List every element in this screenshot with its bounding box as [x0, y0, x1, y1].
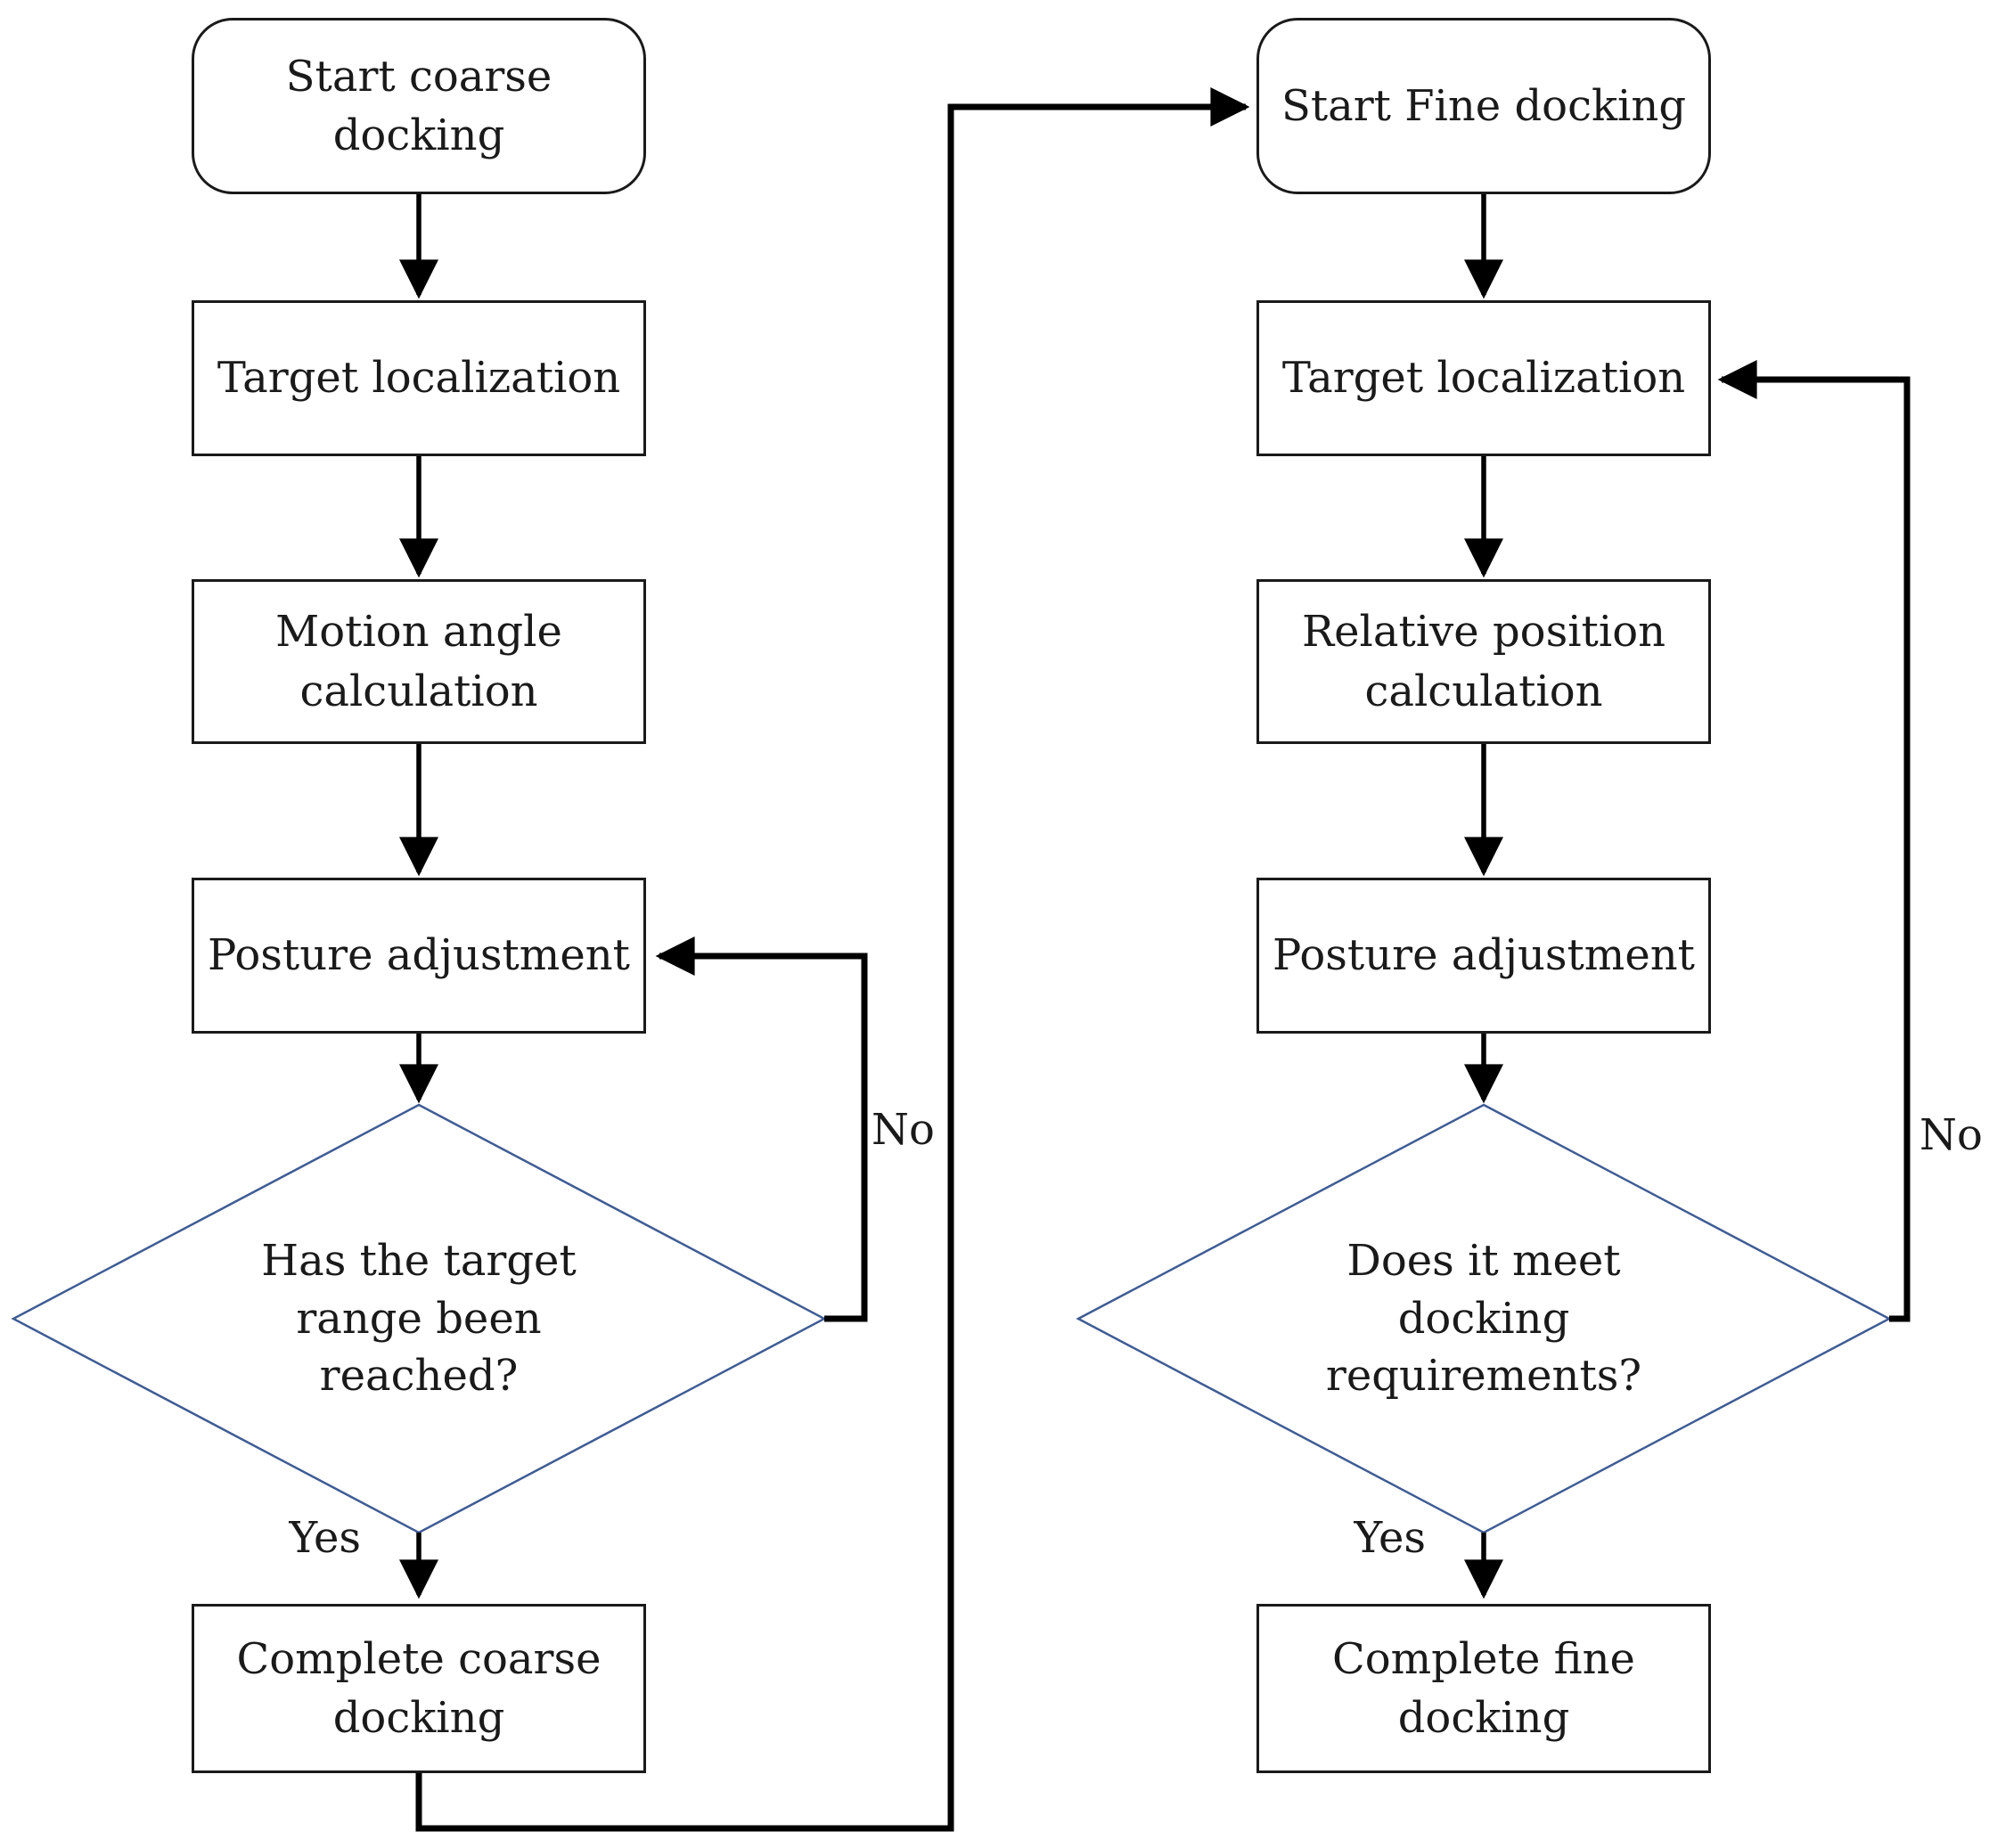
node-complete-fine-docking: Complete fine docking: [1256, 1604, 1711, 1773]
node-complete-coarse-docking-label: Complete coarse docking: [236, 1633, 602, 1743]
decision-docking-requirements-text: Does it meet docking requirements?: [1325, 1235, 1642, 1402]
edge-coarse-decision-no-loop: [655, 936, 868, 1322]
node-relative-position-calculation-label: Relative position calculation: [1302, 607, 1666, 716]
node-target-localization-fine-label: Target localization: [1281, 353, 1686, 404]
node-start-coarse-docking: Start coarse docking: [192, 18, 646, 194]
node-target-localization-coarse-label: Target localization: [217, 353, 621, 404]
node-complete-fine-docking-label: Complete fine docking: [1332, 1633, 1635, 1743]
decision-target-range-text: Has the target range been reached?: [261, 1235, 577, 1402]
coarse-no-label: No: [872, 1105, 935, 1155]
node-posture-adjustment-coarse-label: Posture adjustment: [208, 930, 630, 981]
node-start-fine-docking-label: Start Fine docking: [1281, 80, 1687, 131]
edge-coarse-complete-to-fine-start: [415, 87, 1250, 1832]
edge-fine-decision-no-loop: [1717, 360, 1911, 1322]
node-motion-angle-calculation-label: Motion angle calculation: [275, 607, 562, 716]
fine-no-label: No: [1919, 1110, 1983, 1160]
node-target-localization-fine: Target localization: [1256, 300, 1711, 456]
node-posture-adjustment-fine: Posture adjustment: [1256, 878, 1711, 1034]
node-start-fine-docking: Start Fine docking: [1256, 18, 1711, 194]
decision-target-range-label: Has the target range been reached?: [250, 1194, 588, 1443]
node-relative-position-calculation: Relative position calculation: [1256, 579, 1711, 744]
node-posture-adjustment-coarse: Posture adjustment: [192, 878, 646, 1034]
fine-yes-label: Yes: [1354, 1513, 1426, 1563]
node-complete-coarse-docking: Complete coarse docking: [192, 1604, 646, 1773]
node-start-coarse-docking-label: Start coarse docking: [285, 51, 552, 160]
coarse-yes-label: Yes: [289, 1513, 361, 1563]
node-posture-adjustment-fine-label: Posture adjustment: [1273, 930, 1695, 981]
node-target-localization-coarse: Target localization: [192, 300, 646, 456]
decision-docking-requirements-label: Does it meet docking requirements?: [1314, 1194, 1653, 1443]
node-motion-angle-calculation: Motion angle calculation: [192, 579, 646, 744]
